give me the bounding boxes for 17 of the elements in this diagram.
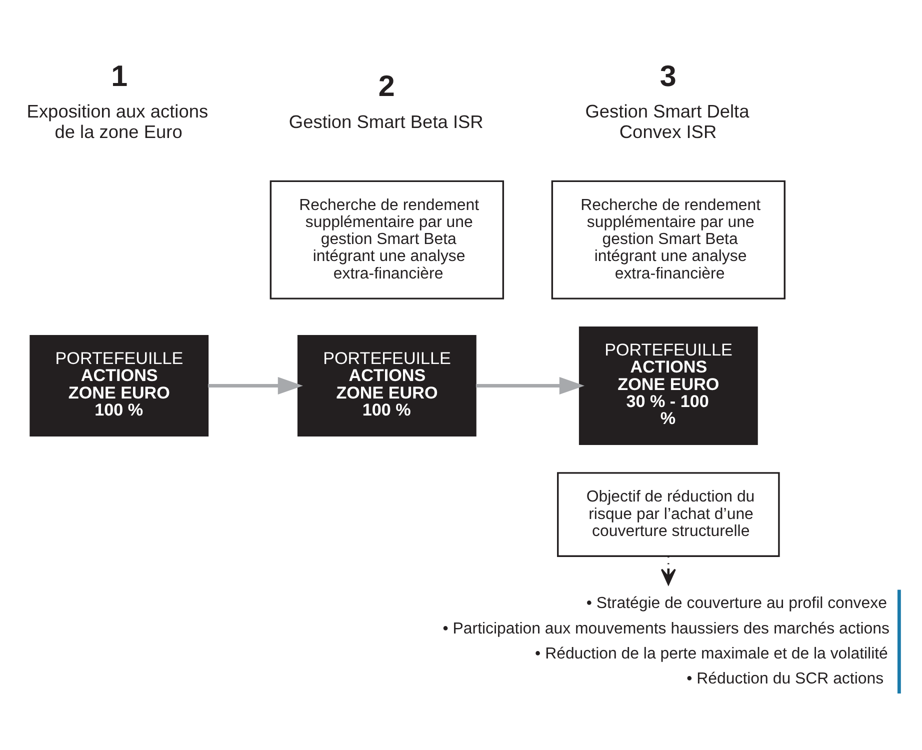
node-label: • Réduction de la perte maximale et de la volatilité — [535, 644, 888, 662]
node-box: Recherche de rendement supplémentaire par une gestion Smart Beta intégrant une analyse extra-financière — [551, 180, 786, 299]
node-text: 3 Gestion Smart Delta Convex ISR — [585, 59, 750, 142]
node-box: Recherche de rendement supplémentaire par une gestion Smart Beta intégrant une analyse extra-financière — [270, 180, 504, 299]
node-box: Objectif de réduction du risque par l’achat d’une couverture structurelle — [557, 472, 780, 556]
arrow — [208, 376, 303, 394]
node-label: • Réduction du SCR actions — [686, 670, 884, 687]
node-box: PORTEFEUILLE ACTIONS ZONE EURO 100 % — [297, 334, 476, 436]
node-box: PORTEFEUILLE ACTIONS ZONE EURO 100 % — [30, 334, 209, 436]
node-text: 2 Gestion Smart Beta ISR — [288, 70, 484, 132]
arrow — [660, 556, 676, 585]
node-label: • Stratégie de couverture au profil convexe — [586, 594, 887, 612]
node-label: • Participation aux mouvements haussiers des marchés actions — [442, 620, 890, 637]
node-box: PORTEFEUILLE ACTIONS ZONE EURO 30 % - 100 % — [578, 326, 758, 445]
arrow — [476, 376, 585, 394]
node-box — [897, 589, 901, 693]
node-text: 1 Exposition aux actions de la zone Euro — [26, 59, 208, 142]
